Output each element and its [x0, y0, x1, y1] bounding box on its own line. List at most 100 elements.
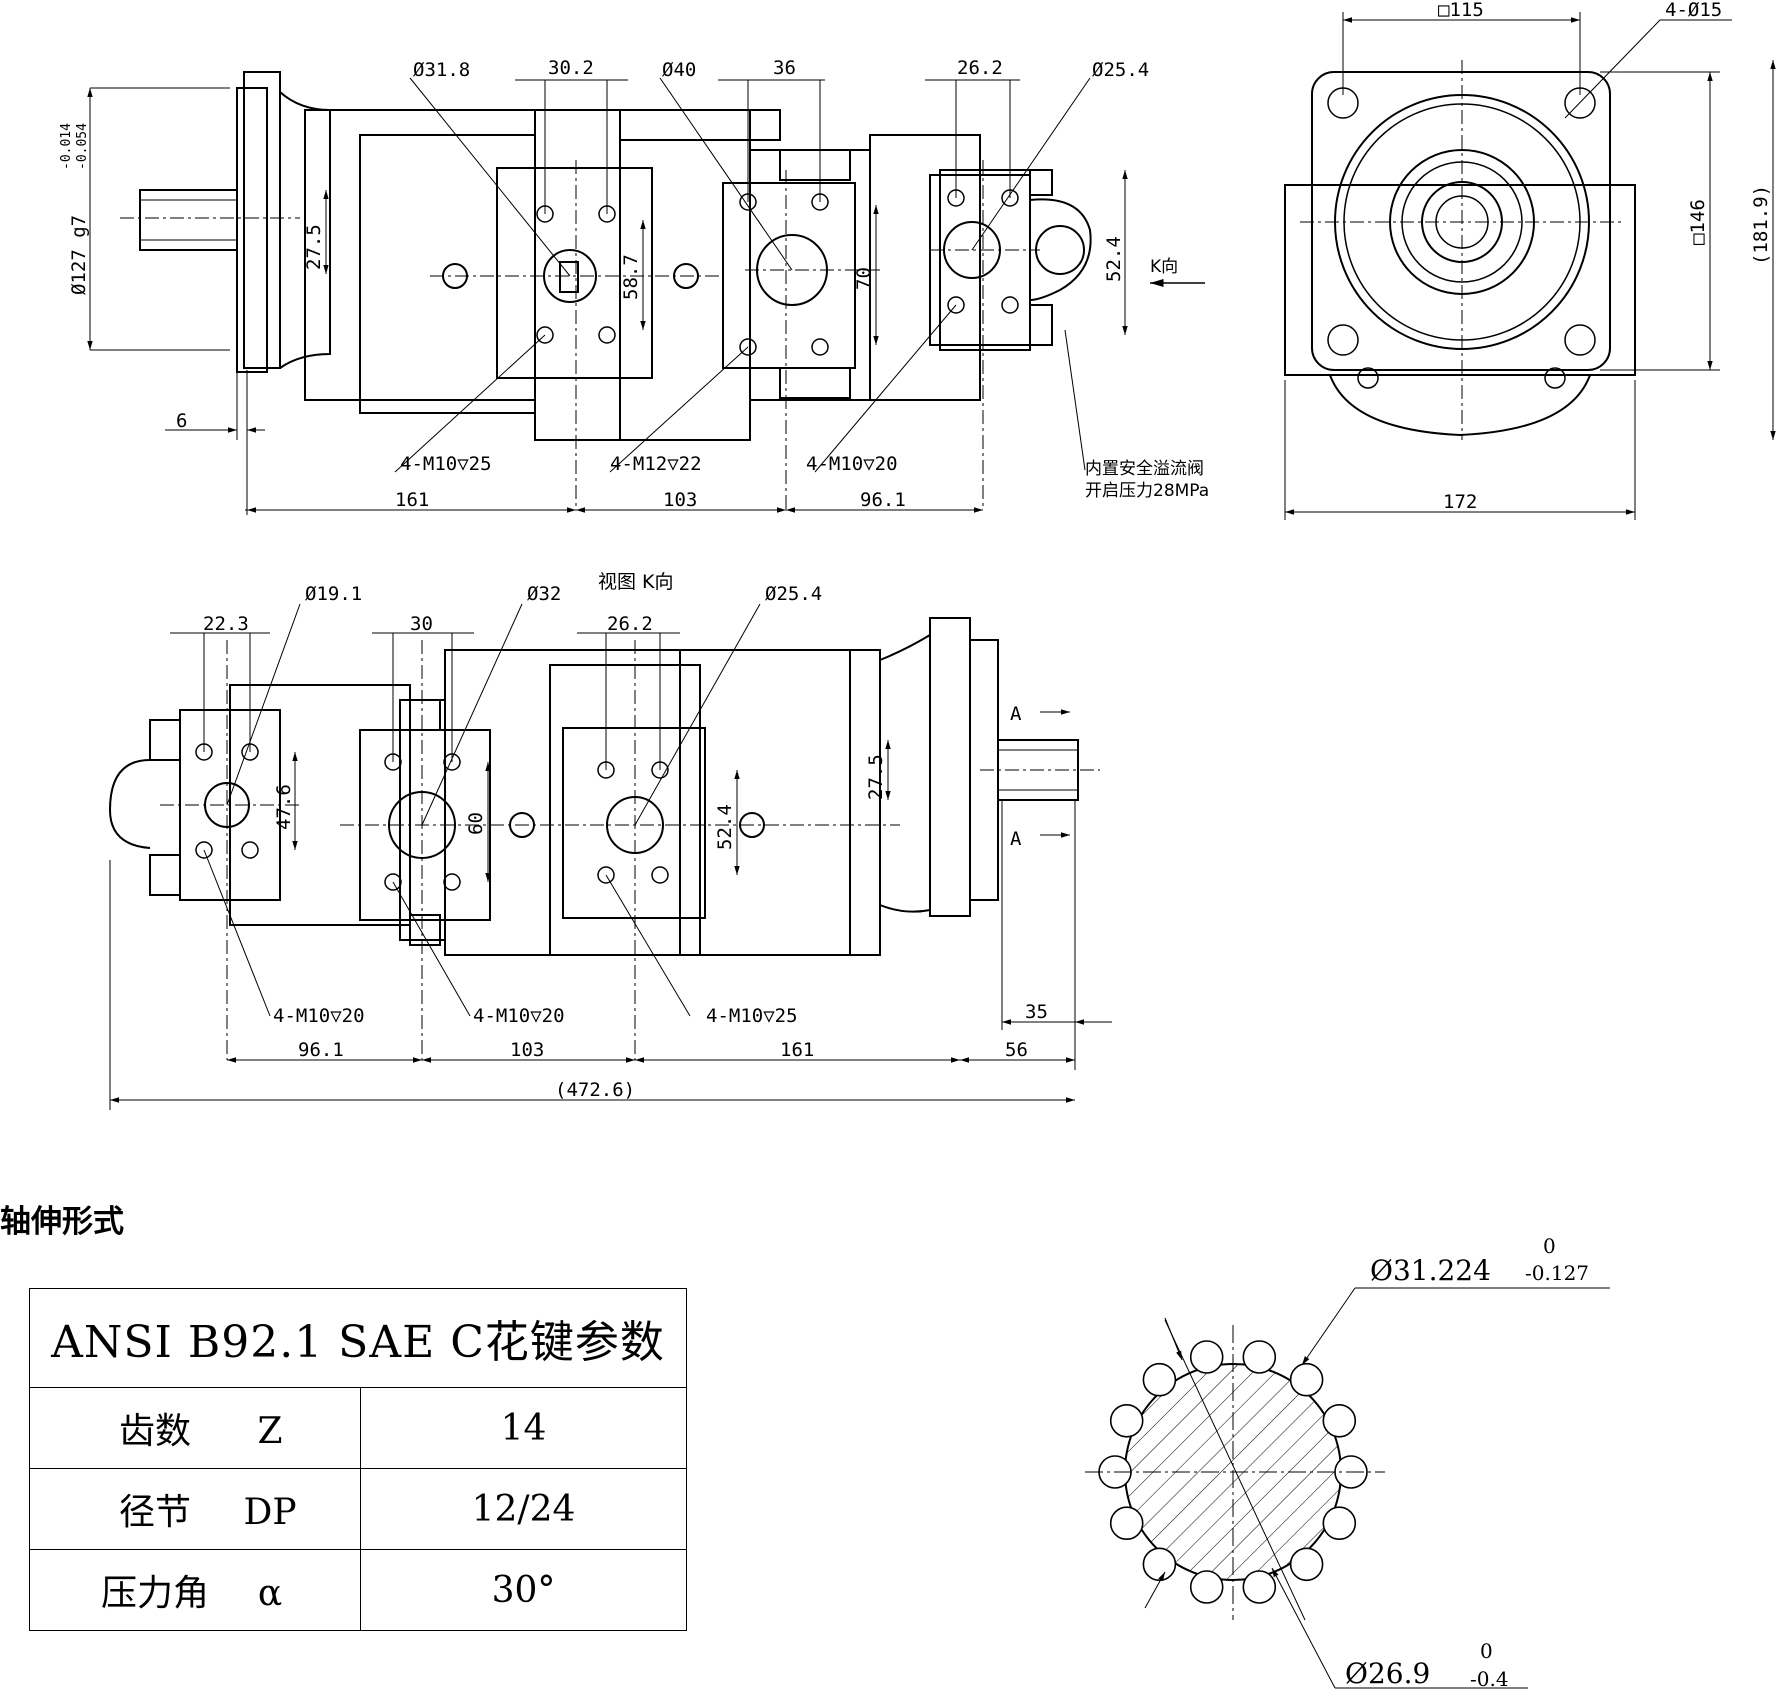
label-thread-3: 4-M10▽20 [806, 453, 898, 475]
label-k-35: 35 [1025, 1001, 1048, 1023]
spline-parameter-table: ANSI B92.1 SAE C花键参数 齿数 Z 14 径节 DP 12/24 压… [29, 1288, 687, 1631]
label-k-d32: Ø32 [527, 583, 561, 605]
param-value: 30° [360, 1549, 687, 1631]
spline-tooth [1322, 1506, 1357, 1540]
label-tol-lower: -0.054 [75, 123, 90, 170]
label-tol-upper: -0.014 [59, 123, 74, 170]
label-k-thread-1: 4-M10▽20 [273, 1005, 365, 1027]
k-direction-label: K向 [1150, 257, 1178, 277]
label-36: 36 [773, 57, 796, 79]
label-k-96-1: 96.1 [298, 1039, 344, 1061]
label-k-26-2: 26.2 [607, 613, 653, 635]
table-row: 径节 DP 12/24 [29, 1468, 687, 1550]
port-plate-3 [929, 174, 1031, 346]
label-sec-a-bottom: A [1010, 828, 1022, 850]
label-sq146: □146 [1687, 199, 1709, 245]
label-thread-1: 4-M10▽25 [400, 453, 492, 475]
k-port-plate-3 [562, 727, 706, 919]
label-k-60: 60 [465, 812, 487, 835]
k-view [108, 603, 1112, 1110]
table-row: 压力角 α 30° [29, 1549, 687, 1631]
spline-tooth [1322, 1404, 1357, 1438]
valve-note-1: 内置安全溢流阀 [1085, 459, 1204, 479]
spline-tooth [1142, 1547, 1177, 1582]
label-k-30: 30 [410, 613, 433, 635]
label-d25-4: Ø25.4 [1092, 59, 1149, 81]
label-len-103: 103 [663, 489, 697, 511]
k-view-title: 视图 K向 [598, 571, 674, 593]
spline-tooth [1109, 1404, 1144, 1438]
label-70: 70 [853, 267, 875, 290]
label-172: 172 [1443, 491, 1477, 513]
label-flange-d: Ø127 g7 [68, 215, 90, 295]
label-thread-2: 4-M12▽22 [610, 453, 702, 475]
label-4-d15: 4-Ø15 [1665, 0, 1722, 21]
label-minor-d: Ø26.9 [1345, 1657, 1430, 1690]
label-sec-a-top: A [1010, 703, 1022, 725]
label-minor-upper: 0 [1480, 1639, 1493, 1663]
spline-tooth [1189, 1570, 1224, 1604]
label-k-52-4: 52.4 [714, 804, 736, 850]
spline-tooth [1289, 1362, 1324, 1397]
label-sq115: □115 [1438, 0, 1484, 21]
label-d31-8: Ø31.8 [413, 59, 470, 81]
label-26-2: 26.2 [957, 57, 1003, 79]
label-k-161: 161 [780, 1039, 814, 1061]
spline-tooth [1142, 1362, 1177, 1397]
spline-section [1085, 1287, 1610, 1689]
table-row: 齿数 Z 14 [29, 1387, 687, 1469]
k-view-labels: 视图 K向 Ø19.1 22.3 Ø32 30 Ø25.4 26.2 47.6 … [203, 571, 1048, 1101]
label-major-upper: 0 [1543, 1234, 1556, 1258]
label-k-total: (472.6) [555, 1079, 635, 1101]
label-181-9: (181.9) [1750, 185, 1772, 265]
table-title: ANSI B92.1 SAE C花键参数 [29, 1288, 687, 1388]
label-k-thread-2: 4-M10▽20 [473, 1005, 565, 1027]
shaft [139, 189, 238, 251]
port-plate-1 [496, 167, 653, 379]
spline-tooth [1242, 1340, 1277, 1374]
top-view [87, 71, 1205, 515]
label-major-d: Ø31.224 [1370, 1254, 1491, 1287]
param-value: 14 [360, 1387, 687, 1469]
spline-tooth [1289, 1547, 1324, 1582]
label-6: 6 [176, 410, 187, 432]
label-k-d19-1: Ø19.1 [305, 583, 362, 605]
spline-tooth [1189, 1340, 1224, 1374]
param-symbol: Z [257, 1411, 283, 1452]
param-name: 径节 [118, 1492, 191, 1533]
label-major-lower: -0.127 [1525, 1261, 1589, 1285]
flange-square [1311, 71, 1611, 371]
param-name: 齿数 [118, 1411, 191, 1452]
label-k-47-6: 47.6 [273, 784, 295, 830]
top-view-labels: Ø31.8 30.2 Ø40 36 26.2 Ø25.4 Ø127 g7 -0.… [59, 57, 1209, 511]
label-d40: Ø40 [662, 59, 696, 81]
mount-flange [243, 71, 281, 369]
end-view-labels: □115 4-Ø15 □146 (181.9) 172 [1438, 0, 1772, 513]
label-30-2: 30.2 [548, 57, 594, 79]
label-k-103: 103 [510, 1039, 544, 1061]
relief-valve [1035, 225, 1085, 275]
label-k-27-5: 27.5 [865, 754, 887, 800]
label-k-d25-4: Ø25.4 [765, 583, 822, 605]
spline-tooth [1242, 1570, 1277, 1604]
param-value: 12/24 [360, 1468, 687, 1550]
spline-section-labels: Ø31.224 0 -0.127 Ø26.9 0 -0.4 [1345, 1234, 1589, 1691]
section-title: 轴伸形式 [0, 1204, 124, 1240]
param-name: 压力角 [100, 1573, 209, 1614]
spline-tooth [1109, 1506, 1144, 1540]
label-27-5: 27.5 [303, 224, 325, 270]
label-k-56: 56 [1005, 1039, 1028, 1061]
valve-note-2: 开启压力28MPa [1085, 481, 1209, 501]
label-52-4: 52.4 [1103, 236, 1125, 282]
param-symbol: DP [243, 1492, 297, 1533]
param-symbol: α [257, 1573, 283, 1614]
label-k-thread-3: 4-M10▽25 [706, 1005, 798, 1027]
k-mount-flange [929, 617, 971, 917]
label-k-22-3: 22.3 [203, 613, 249, 635]
label-len-161: 161 [395, 489, 429, 511]
label-len-96-1: 96.1 [860, 489, 906, 511]
label-minor-lower: -0.4 [1470, 1667, 1509, 1691]
end-view [1284, 12, 1776, 520]
label-58-7: 58.7 [620, 254, 642, 300]
